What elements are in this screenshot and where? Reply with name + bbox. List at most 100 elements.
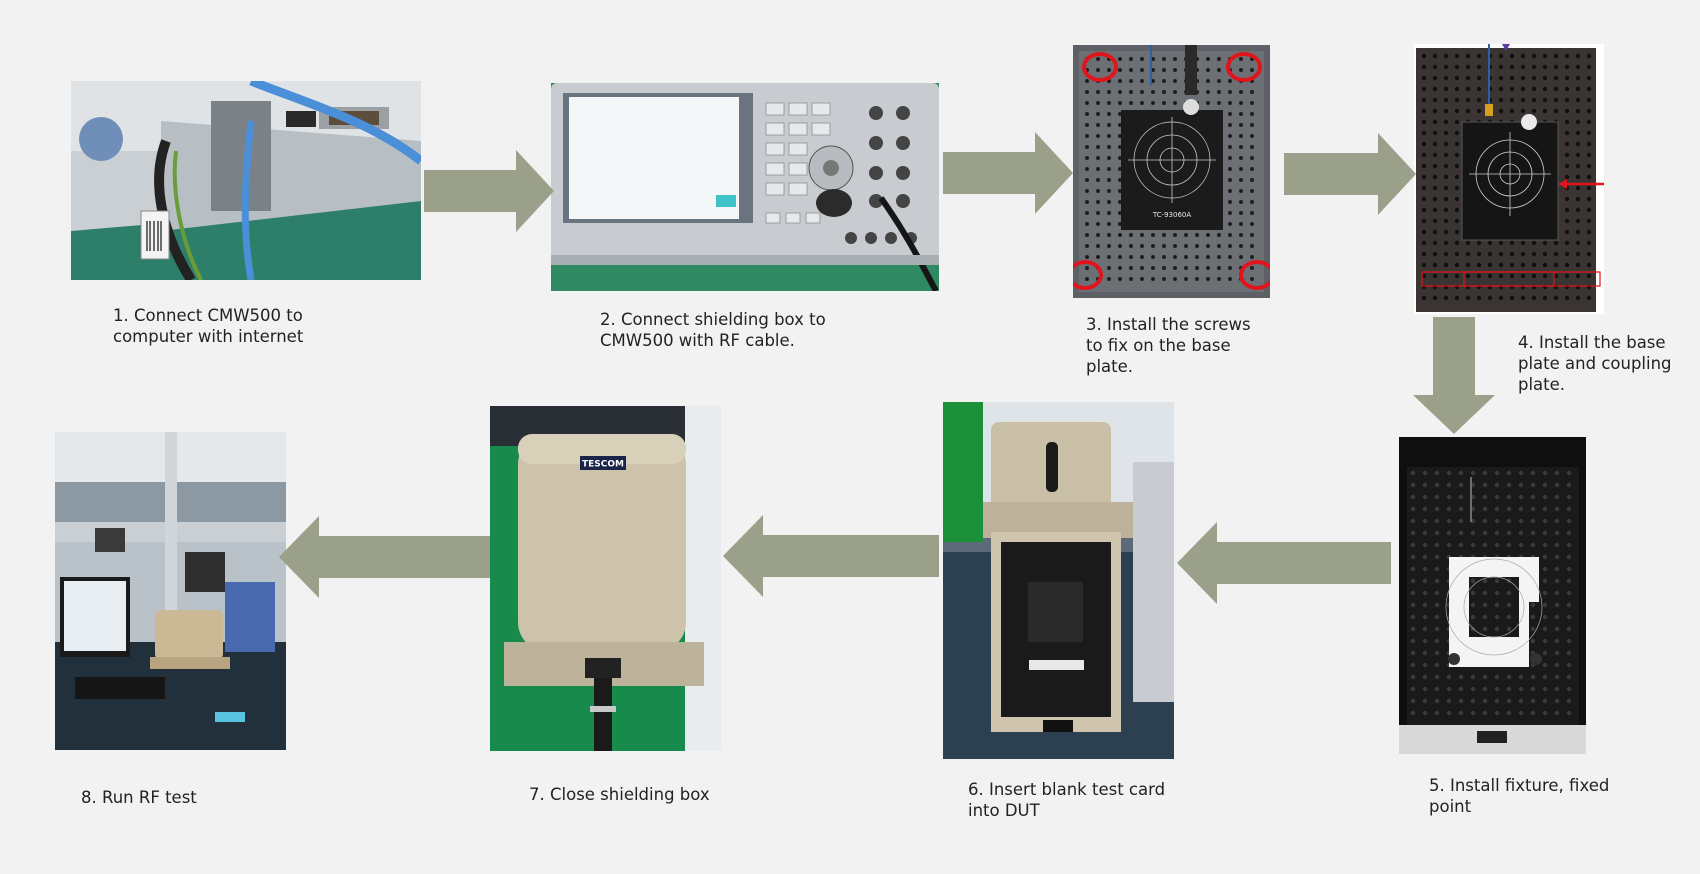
plate-hole xyxy=(1118,277,1122,281)
plate-hole xyxy=(1162,101,1166,105)
plate-hole xyxy=(1239,68,1243,72)
plate-hole xyxy=(1554,650,1560,656)
plate-hole xyxy=(1129,255,1133,259)
plate-hole xyxy=(1085,189,1089,193)
plate-hole xyxy=(1422,566,1428,572)
plate-hole xyxy=(1140,101,1144,105)
plate-hole xyxy=(1410,686,1416,692)
plate-hole xyxy=(1554,602,1560,608)
plate-hole xyxy=(1206,255,1210,259)
plate-hole xyxy=(1542,530,1548,536)
plate-hole xyxy=(1239,167,1243,171)
plate-hole xyxy=(1250,266,1254,270)
plate-hole xyxy=(1531,97,1537,103)
plate-hole xyxy=(1184,244,1188,248)
plate-hole xyxy=(1239,178,1243,182)
caption-step-7: 7. Close shielding box xyxy=(529,785,710,804)
plate-hole xyxy=(1250,134,1254,138)
plate-hole xyxy=(1518,542,1524,548)
plate-hole xyxy=(1454,262,1460,268)
plate-hole xyxy=(1250,178,1254,182)
plate-hole xyxy=(1482,698,1488,704)
plate-hole xyxy=(1554,470,1560,476)
plate-hole xyxy=(1520,262,1526,268)
plate-hole xyxy=(1107,211,1111,215)
plate-hole xyxy=(1410,590,1416,596)
plate-hole xyxy=(1518,686,1524,692)
plate-hole xyxy=(1432,207,1438,213)
plate-hole xyxy=(1498,64,1504,70)
plate-hole xyxy=(1421,141,1427,147)
plate-hole xyxy=(1542,506,1548,512)
plate-hole xyxy=(1542,650,1548,656)
plate-hole xyxy=(1494,578,1500,584)
plate-hole xyxy=(1206,244,1210,248)
plate-hole xyxy=(1586,86,1592,92)
plate-hole xyxy=(1465,295,1471,301)
plate-hole xyxy=(1566,506,1572,512)
plate-hole xyxy=(1446,530,1452,536)
plate-hole xyxy=(1085,101,1089,105)
plate-hole xyxy=(1085,266,1089,270)
plate-hole xyxy=(1250,156,1254,160)
plate-hole xyxy=(1575,240,1581,246)
plate-hole xyxy=(1217,57,1221,61)
cmw500-instrument-photo xyxy=(551,83,939,291)
plate-hole xyxy=(1107,68,1111,72)
plate-hole xyxy=(1454,295,1460,301)
plate-hole xyxy=(1575,251,1581,257)
plate-hole xyxy=(1096,222,1100,226)
plate-hole xyxy=(1434,674,1440,680)
plate-hole xyxy=(1458,518,1464,524)
plate-hole xyxy=(1530,494,1536,500)
plate-hole xyxy=(1575,53,1581,59)
plate-hole xyxy=(1422,662,1428,668)
plate-hole xyxy=(1575,152,1581,158)
plate-hole xyxy=(1586,295,1592,301)
plate-hole xyxy=(1542,75,1548,81)
plate-hole xyxy=(1421,185,1427,191)
plate-hole xyxy=(1564,163,1570,169)
plate-hole xyxy=(1530,698,1536,704)
plate-hole xyxy=(1434,494,1440,500)
plate-hole xyxy=(1520,97,1526,103)
plate-hole xyxy=(1129,79,1133,83)
plate-hole xyxy=(1443,295,1449,301)
plate-hole xyxy=(1206,101,1210,105)
plate-hole xyxy=(1566,674,1572,680)
plate-hole xyxy=(1509,240,1515,246)
plate-hole xyxy=(1470,578,1476,584)
plate-hole xyxy=(1531,86,1537,92)
plate-hole xyxy=(1542,578,1548,584)
plate-hole xyxy=(1239,222,1243,226)
plate-hole xyxy=(1443,196,1449,202)
plate-hole xyxy=(1107,156,1111,160)
plate-hole xyxy=(1446,494,1452,500)
plate-hole xyxy=(1498,97,1504,103)
plate-hole xyxy=(1506,614,1512,620)
plate-hole xyxy=(1564,273,1570,279)
plate-hole xyxy=(1443,174,1449,180)
plate-hole xyxy=(1228,178,1232,182)
plate-hole xyxy=(1509,97,1515,103)
plate-hole xyxy=(1228,277,1232,281)
plate-hole xyxy=(1564,53,1570,59)
plate-hole xyxy=(1554,530,1560,536)
plate-hole xyxy=(1422,470,1428,476)
plate-hole xyxy=(1520,64,1526,70)
plate-hole xyxy=(1454,240,1460,246)
plate-hole xyxy=(1498,251,1504,257)
plate-hole xyxy=(1506,674,1512,680)
plate-hole xyxy=(1454,64,1460,70)
plate-hole xyxy=(1085,200,1089,204)
plate-hole xyxy=(1482,578,1488,584)
plate-hole xyxy=(1542,494,1548,500)
plate-hole xyxy=(1162,277,1166,281)
plate-hole xyxy=(1476,108,1482,114)
plate-hole xyxy=(1482,506,1488,512)
plate-hole xyxy=(1107,112,1111,116)
plate-hole xyxy=(1422,542,1428,548)
plate-hole xyxy=(1454,86,1460,92)
plate-hole xyxy=(1217,101,1221,105)
plate-hole xyxy=(1575,229,1581,235)
